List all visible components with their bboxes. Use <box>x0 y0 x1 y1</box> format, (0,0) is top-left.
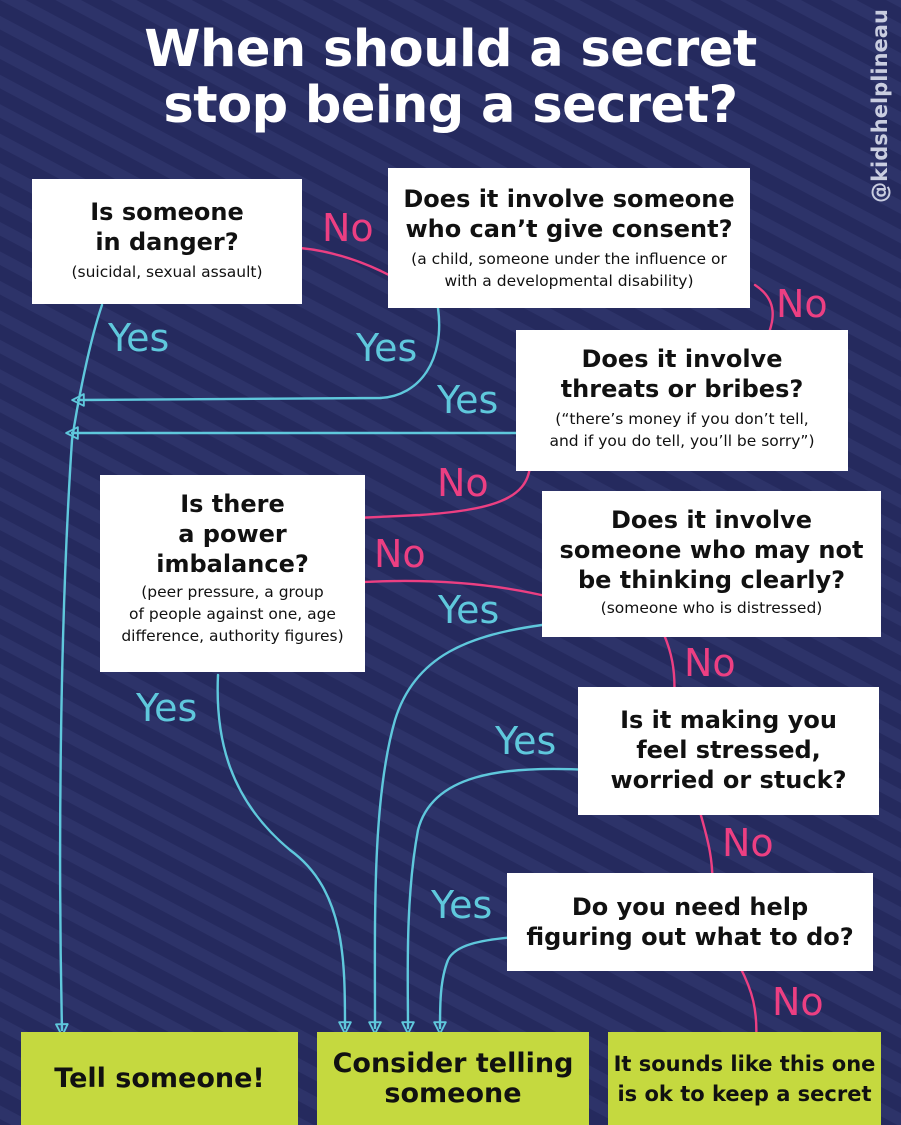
question-thinking-line-1: Does it involve <box>611 506 812 534</box>
label-no-power: No <box>374 532 426 576</box>
outcome-tell-someone-line-1: Tell someone! <box>54 1062 265 1094</box>
label-no-threats: No <box>437 461 489 505</box>
question-danger-line-2: in danger? <box>95 228 239 256</box>
question-threats-sub-2: and if you do tell, you’ll be sorry”) <box>549 432 815 450</box>
label-yes-danger: Yes <box>108 316 170 360</box>
question-power-line-3: imbalance? <box>156 550 309 578</box>
question-thinking-line-3: be thinking clearly? <box>577 566 846 594</box>
label-yes-power: Yes <box>136 686 198 730</box>
question-danger-line-1: Is someone <box>90 198 244 226</box>
outcome-ok-line-1: It sounds like this one <box>613 1051 876 1076</box>
label-no-thinking: No <box>684 641 736 685</box>
question-consent-sub-1: (a child, someone under the influence or <box>411 250 727 268</box>
label-yes-stressed: Yes <box>495 719 557 763</box>
outcome-ok-to-keep: It sounds like this one is ok to keep a … <box>608 1032 881 1125</box>
question-power-line-1: Is there <box>180 490 285 518</box>
question-danger-sub-1: (suicidal, sexual assault) <box>71 263 263 281</box>
question-consent: Does it involve someone who can’t give c… <box>388 168 750 308</box>
question-power: Is there a power imbalance? (peer pressu… <box>100 475 365 672</box>
question-stressed: Is it making you feel stressed, worried … <box>578 687 879 815</box>
question-power-line-2: a power <box>178 520 287 548</box>
outcome-consider-line-1: Consider telling <box>332 1047 574 1079</box>
question-stressed-line-3: worried or stuck? <box>610 766 847 794</box>
question-help: Do you need help figuring out what to do… <box>507 873 873 971</box>
question-power-sub-1: (peer pressure, a group <box>141 583 324 601</box>
question-stressed-line-1: Is it making you <box>620 706 837 734</box>
question-danger: Is someone in danger? (suicidal, sexual … <box>32 179 302 304</box>
label-yes-thinking: Yes <box>438 588 500 632</box>
outcome-ok-line-2: is ok to keep a secret <box>617 1081 872 1106</box>
label-no-help: No <box>772 980 824 1024</box>
page-title: When should a secret stop being a secret… <box>0 22 901 134</box>
label-yes-consent: Yes <box>356 326 418 370</box>
question-power-sub-2: of people against one, age <box>129 605 336 623</box>
title-line-1: When should a secret <box>144 20 757 79</box>
question-consent-line-2: who can’t give consent? <box>405 215 733 243</box>
label-no-consent: No <box>776 282 828 326</box>
title-line-2: stop being a secret? <box>163 76 738 135</box>
question-threats: Does it involve threats or bribes? (“the… <box>516 330 848 471</box>
outcome-tell-someone: Tell someone! <box>21 1032 298 1125</box>
question-power-sub-3: difference, authority figures) <box>121 627 344 645</box>
outcome-consider-telling: Consider telling someone <box>317 1032 589 1125</box>
question-threats-line-1: Does it involve <box>581 345 783 373</box>
label-no-danger: No <box>322 206 374 250</box>
label-yes-help: Yes <box>431 883 493 927</box>
social-handle: @kidshelplineau <box>860 9 900 203</box>
question-consent-sub-2: with a developmental disability) <box>444 272 694 290</box>
question-help-line-1: Do you need help <box>571 893 809 921</box>
question-stressed-line-2: feel stressed, <box>636 736 821 764</box>
question-consent-line-1: Does it involve someone <box>403 185 735 213</box>
social-handle-text: @kidshelplineau <box>868 9 892 203</box>
label-yes-threats: Yes <box>437 378 499 422</box>
question-threats-sub-1: (“there’s money if you don’t tell, <box>555 410 809 428</box>
question-help-line-2: figuring out what to do? <box>526 923 854 951</box>
label-no-stressed: No <box>722 821 774 865</box>
question-thinking-line-2: someone who may not <box>559 536 864 564</box>
question-thinking-sub-1: (someone who is distressed) <box>600 599 823 617</box>
outcome-consider-line-2: someone <box>384 1077 522 1109</box>
question-threats-line-2: threats or bribes? <box>560 375 804 403</box>
question-thinking: Does it involve someone who may not be t… <box>542 491 881 637</box>
